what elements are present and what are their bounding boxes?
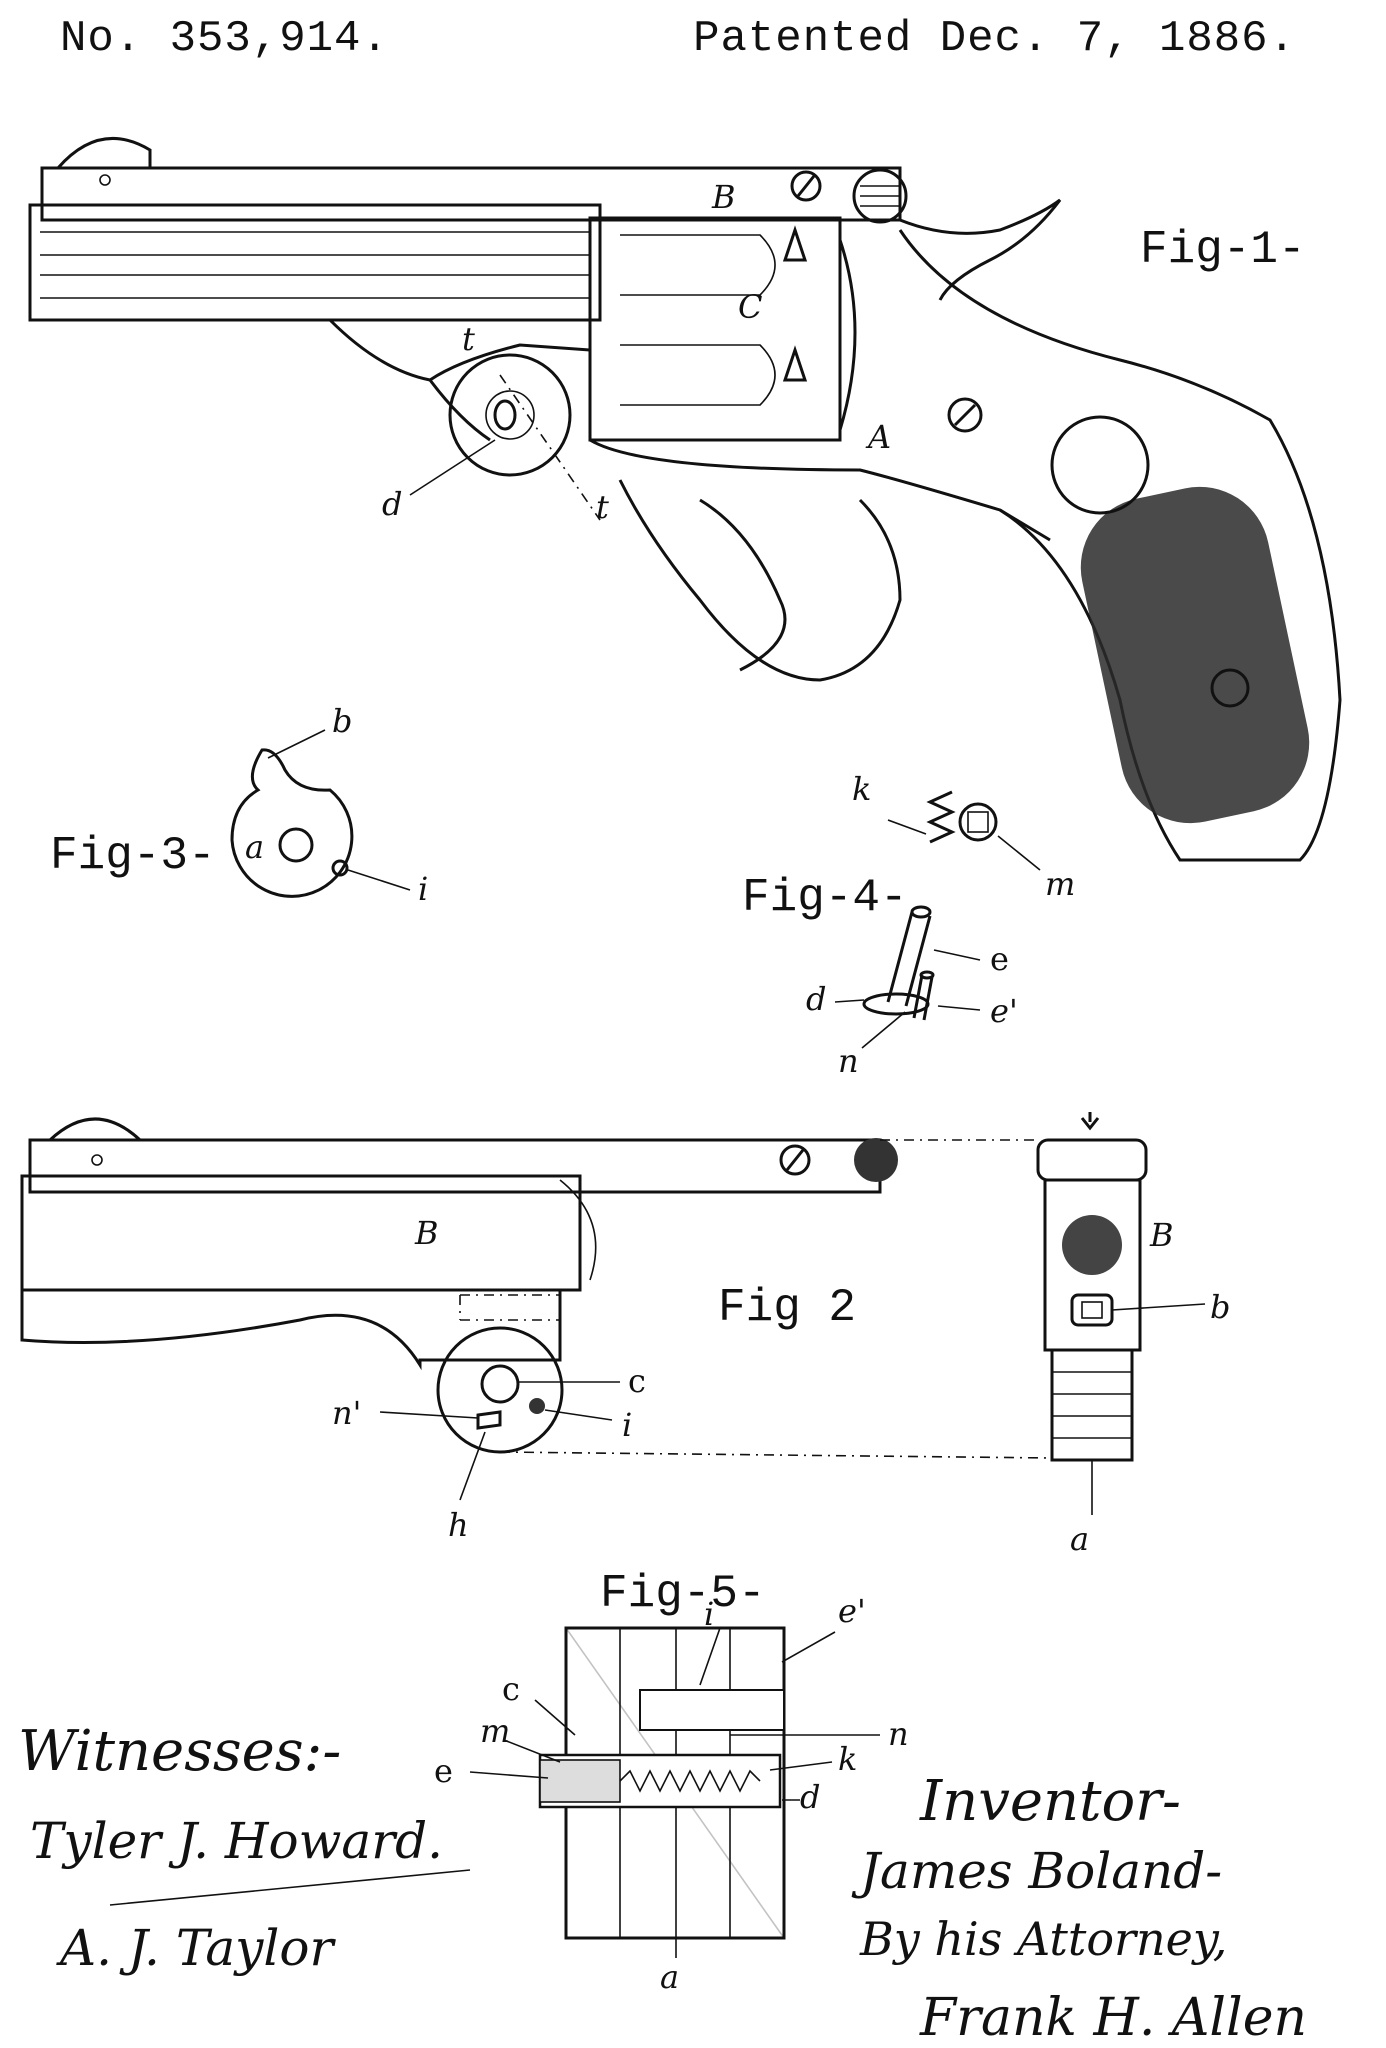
fig4-label-k: k <box>852 770 871 808</box>
fig2-label-n-prime: n' <box>332 1394 361 1432</box>
fig2-label-h: h <box>448 1506 469 1544</box>
fig1-title: Fig-1- <box>1140 224 1306 276</box>
fig5-section-drawing: e' i c n m k e d a Fig-5- <box>434 1568 909 1996</box>
fig1-label-d: d <box>382 485 402 523</box>
fig1-label-t-top: t <box>462 320 475 358</box>
fig3-label-b: b <box>332 702 352 740</box>
fig4-title: Fig-4- <box>742 872 908 924</box>
fig1-label-C: C <box>738 288 762 326</box>
fig5-label-m: m <box>480 1712 510 1750</box>
fig2-label-c: c <box>628 1362 646 1400</box>
fig4-pin-drawing: k m e d e' n Fig-4- <box>742 770 1075 1080</box>
witness-2-signature: A. J. Taylor <box>56 1919 336 1977</box>
fig5-label-n: n <box>888 1715 909 1753</box>
fig5-label-e-prime: e' <box>838 1592 866 1630</box>
fig1-label-A: A <box>865 418 891 456</box>
fig2-label-a: a <box>1070 1520 1089 1558</box>
fig4-label-e-prime: e' <box>990 992 1018 1030</box>
fig2-label-b: b <box>1210 1288 1230 1326</box>
fig4-label-d: d <box>806 980 826 1018</box>
fig2-title: Fig 2 <box>718 1282 856 1334</box>
inventor-heading: Inventor- <box>919 1769 1181 1834</box>
fig5-label-k: k <box>838 1740 857 1778</box>
signature-block: Witnesses:- Tyler J. Howard. A. J. Taylo… <box>18 1719 1307 2048</box>
fig1-label-B: B <box>711 178 736 216</box>
fig4-label-e: e <box>990 940 1009 978</box>
fig1-revolver-drawing: B C A d t t Fig-1- <box>28 136 1342 862</box>
fig4-label-m: m <box>1045 865 1075 903</box>
witness-1-signature: Tyler J. Howard. <box>30 1812 443 1870</box>
fig5-label-c: c <box>502 1670 520 1708</box>
fig5-label-a: a <box>660 1958 679 1996</box>
fig2-label-B-end: B <box>1149 1216 1174 1254</box>
fig2-frame-drawing: B c n' i h B b a Fig 2 <box>20 1112 1230 1558</box>
fig3-disc-drawing: b a i Fig-3- <box>50 702 428 908</box>
fig5-label-d: d <box>800 1778 820 1816</box>
fig2-label-B-side: B <box>414 1214 439 1252</box>
fig5-title: Fig-5- <box>600 1568 766 1620</box>
fig3-label-i: i <box>418 870 428 908</box>
by-attorney-text: By his Attorney, <box>859 1912 1227 1966</box>
fig5-label-e: e <box>434 1752 453 1790</box>
fig5-label-i: i <box>704 1595 714 1633</box>
witnesses-heading: Witnesses:- <box>18 1719 341 1784</box>
patent-number: No. 353,914. <box>60 14 389 64</box>
fig3-title: Fig-3- <box>50 830 216 882</box>
fig3-label-a: a <box>245 828 264 866</box>
attorney-signature: Frank H. Allen <box>919 1988 1307 2048</box>
fig4-label-n: n <box>838 1042 859 1080</box>
patent-date: Patented Dec. 7, 1886. <box>693 14 1296 64</box>
inventor-signature: James Boland- <box>851 1842 1222 1900</box>
fig2-label-i: i <box>622 1406 632 1444</box>
fig1-label-t-bottom: t <box>596 488 609 526</box>
